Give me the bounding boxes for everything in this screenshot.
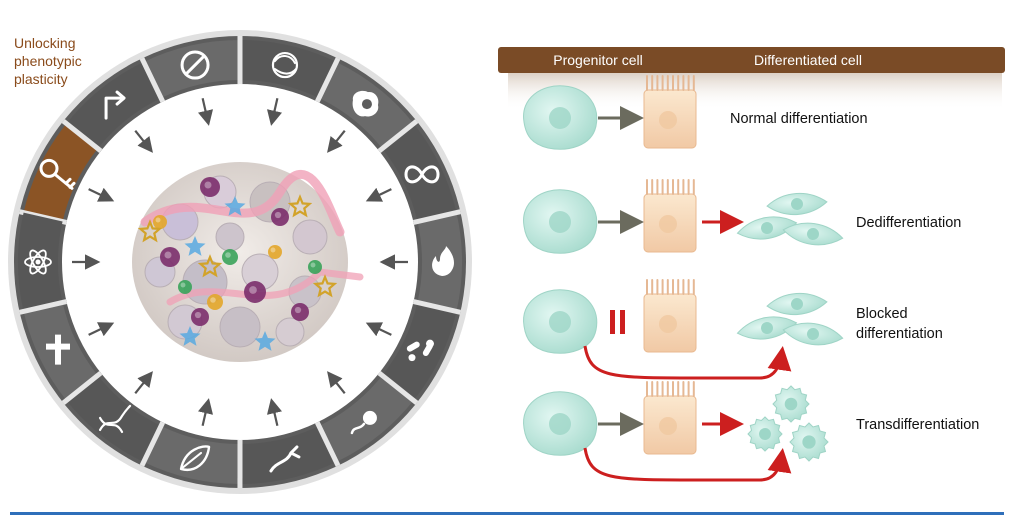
inward-arrow [266,398,282,427]
cancer-cell-icon [352,90,379,117]
bypass-arrow [583,345,792,380]
row-dedifferentiation: Dedifferentiation [523,179,961,254]
wheel-divider [139,57,166,103]
wheel-segment-clock-cell [240,40,337,99]
bypass-arrow [583,447,792,482]
differentiated-cell [643,179,697,253]
cross-icon [45,334,70,365]
inward-arrow [327,129,346,153]
immune-cell [254,331,276,351]
progenitor-cell [523,189,598,254]
row-label-line: Normal differentiation [730,111,868,127]
progenitor-cell [523,85,598,150]
transdifferentiated-cell [772,385,810,423]
immune-cell [179,326,201,346]
differentiated-cell [643,279,697,353]
transdifferentiated-cell [789,422,829,462]
row-label-transdifferentiation: Transdifferentiation [856,417,979,433]
row-label-normal: Normal differentiation [730,111,868,127]
fibroblast-cell [287,194,313,218]
dna-helix-icon [98,404,132,434]
row-label-line: differentiation [856,326,943,342]
tumor-mass [132,162,364,362]
wheel-divider [139,421,166,467]
dedifferentiated-cell [782,222,844,246]
flame-icon [432,246,454,277]
inward-arrow [365,322,392,337]
dedifferentiated-cell [736,216,798,240]
inward-arrow [88,187,115,202]
prohibited-icon [180,50,210,80]
progenitor-cell [523,289,598,354]
wheel-segment-dna-helix [66,375,162,463]
key-icon [39,158,76,190]
inward-arrow [365,187,392,202]
bottom-rule [10,512,1004,515]
wheel-divider [412,209,461,225]
nerve-branch-icon [269,445,301,473]
hallmark-label: Unlocking phenotypic plasticity [14,35,86,87]
wheel-divider [412,299,461,315]
row-label-blocked: Blocked differentiation [856,306,943,342]
infinity-icon [404,165,440,184]
inward-arrow [134,371,153,395]
header-differentiated-label: Differentiated cell [754,52,862,68]
clock-cell-icon [271,51,299,79]
fibroblast-cell [137,219,163,243]
row-label-dedifferentiation: Dedifferentiation [856,215,961,231]
wheel-segment-bacteria [382,302,457,401]
dedifferentiated-cell [736,316,798,340]
header-band [498,47,1005,73]
wheel-segment-leaf [143,425,240,484]
atom-icon [24,249,52,275]
hallmarks-wheel [8,30,472,494]
inward-arrow [198,97,214,126]
wheel-divider [314,57,341,103]
sperm-cell-icon [350,410,377,435]
bacteria-icon [406,339,434,362]
row-blocked: Blocked differentiation [523,279,943,380]
wheel-segment-turn-arrow [66,61,162,149]
header-progenitor-label: Progenitor cell [553,52,643,68]
inward-arrow [327,371,346,395]
wheel-segment-key [23,123,98,222]
wheel-divider [377,371,419,405]
wheel-divider [61,119,103,153]
row-normal: Normal differentiation [523,75,868,150]
leaf-icon [179,445,211,471]
differentiated-cell [643,75,697,149]
row-transdifferentiation: Transdifferentiation [523,381,979,482]
hallmark-label-line-1: Unlocking [14,35,75,51]
hallmark-label-line-3: plasticity [14,71,68,87]
row-label-line: Blocked [856,306,908,322]
wheel-divider [377,119,419,153]
dedifferentiated-cell [766,292,828,316]
transdifferentiated-cell [747,416,783,452]
inward-arrow [266,97,283,126]
fibroblast-cell [312,274,338,298]
turn-arrow-icon [104,90,126,120]
block-bar [610,310,615,334]
inward-arrow [88,322,115,337]
wheel-divider [19,299,68,315]
inward-arrow [197,398,214,427]
dedifferentiated-cell [782,322,844,346]
hallmark-label-line-2: phenotypic [14,53,82,69]
dedifferentiated-cell [766,192,828,216]
wheel-divider [61,371,103,405]
row-label-line: Transdifferentiation [856,417,979,433]
blood-vessel [140,169,345,237]
differentiation-rows: Normal differentiationDedifferentiationB… [523,75,979,482]
block-bar [620,310,625,334]
inward-arrow [134,129,153,153]
immune-cell [184,236,206,256]
progenitor-cell [523,391,598,456]
fibroblast-cell [197,254,223,278]
wheel-divider [314,421,341,467]
header-bar: Progenitor cell Differentiated cell [498,47,1005,110]
differentiated-cell [643,381,697,455]
immune-cell [224,196,246,216]
row-label-line: Dedifferentiation [856,215,961,231]
